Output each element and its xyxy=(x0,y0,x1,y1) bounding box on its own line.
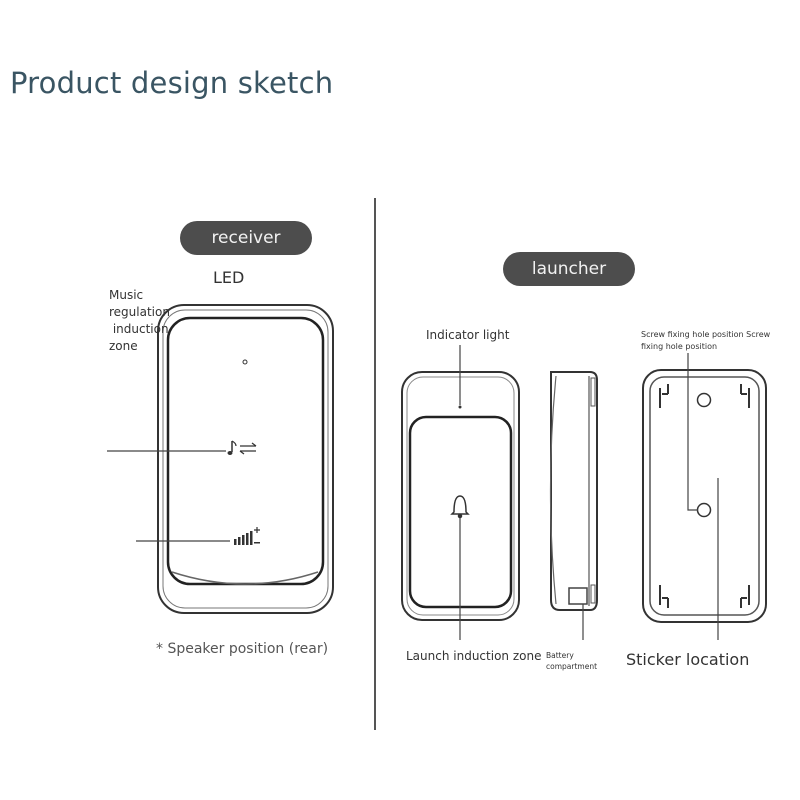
corner-clips xyxy=(659,384,750,608)
music-zone-line: zone xyxy=(109,339,138,353)
swap-arrows-icon xyxy=(239,442,257,455)
battery-line: Battery xyxy=(546,651,574,660)
screw-hole-bottom xyxy=(696,502,712,518)
launcher-back-drawing xyxy=(642,353,767,640)
side-body xyxy=(550,371,598,611)
speaker-note: * Speaker position (rear) xyxy=(156,641,329,657)
led-label: LED xyxy=(213,268,245,287)
music-zone-label: Music regulation induction zone xyxy=(109,287,170,355)
battery-label: Battery compartment xyxy=(546,650,597,672)
page-title: Product design sketch xyxy=(10,66,334,100)
launch-zone-label: Launch induction zone xyxy=(406,649,542,663)
indicator-dot xyxy=(458,405,462,409)
receiver-badge: receiver xyxy=(180,221,312,255)
battery-line: compartment xyxy=(546,662,598,671)
screw-hole-line: Screw fixing hole position Screw xyxy=(641,330,771,339)
screw-hole-label: Screw fixing hole position Screw fixing … xyxy=(641,329,770,353)
music-zone-line: induction xyxy=(109,322,169,336)
back-inner xyxy=(649,376,760,616)
sticker-label: Sticker location xyxy=(626,650,750,669)
screw-leader xyxy=(687,353,698,511)
receiver-outer-shell xyxy=(157,304,334,614)
bell-icon xyxy=(450,495,470,519)
screw-hole-top xyxy=(696,392,712,408)
receiver-bottom-lip xyxy=(171,571,319,585)
receiver-inner-edge xyxy=(162,309,329,609)
launcher-side-drawing xyxy=(549,371,598,640)
launcher-front-drawing xyxy=(401,371,520,640)
indicator-label: Indicator light xyxy=(426,328,510,342)
music-zone-line: Music xyxy=(109,288,144,302)
battery-compartment xyxy=(568,587,588,605)
led-dot xyxy=(242,359,248,365)
receiver-drawing xyxy=(107,304,334,614)
side-curve xyxy=(549,375,557,605)
music-zone-line: regulation xyxy=(109,305,170,319)
launcher-badge: launcher xyxy=(503,252,635,286)
music-note-icon xyxy=(227,440,237,455)
screw-hole-line: fixing hole position xyxy=(641,342,718,351)
volume-bars-icon xyxy=(234,527,260,545)
back-shell xyxy=(642,369,767,623)
